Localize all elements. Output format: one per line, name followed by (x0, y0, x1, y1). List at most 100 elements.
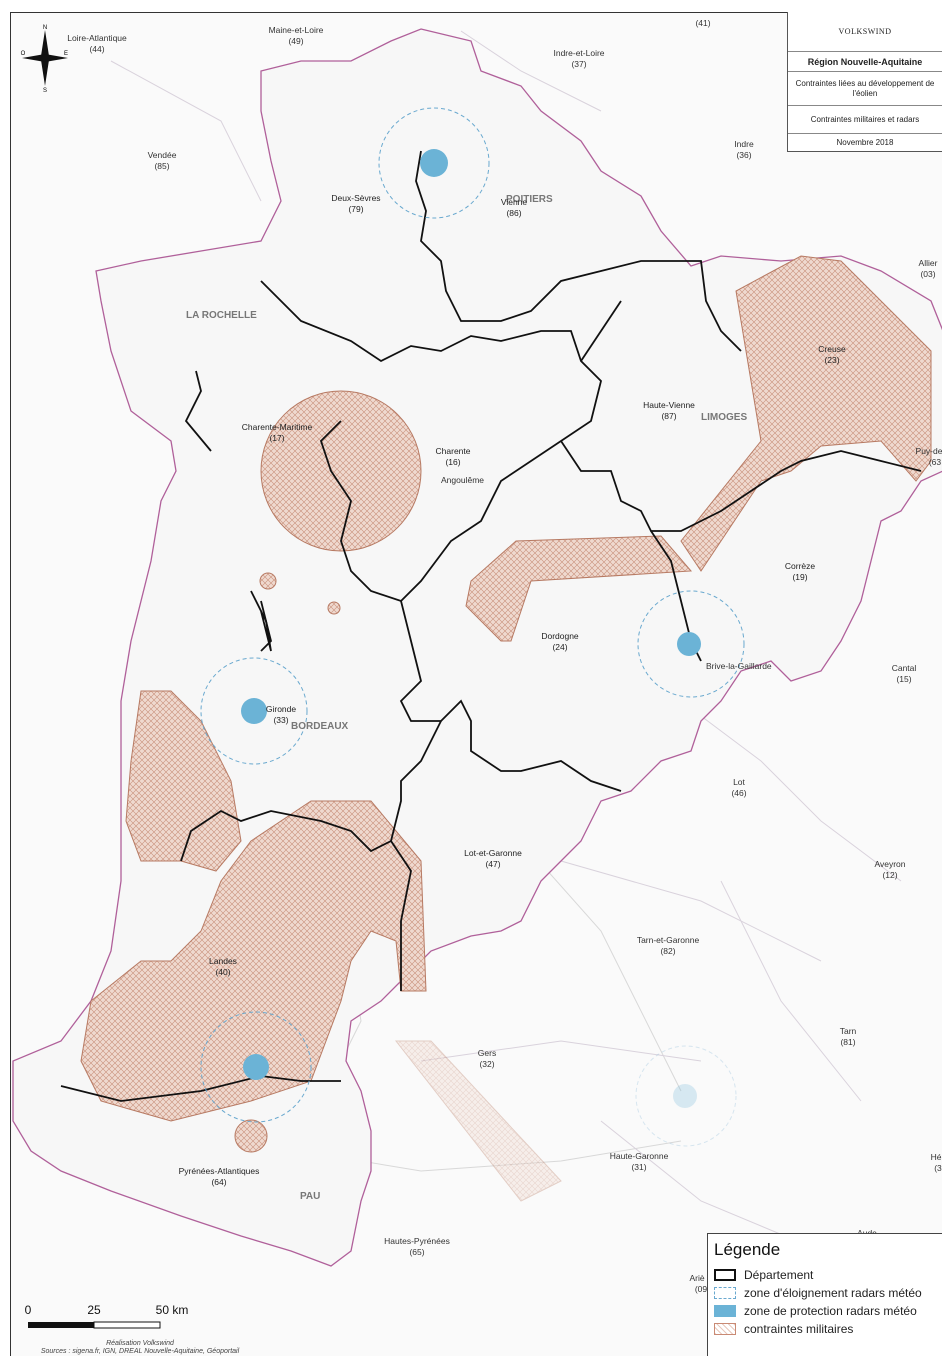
dept-label-name: Aveyron (874, 859, 905, 869)
hatch-swatch-icon (714, 1323, 736, 1335)
department-swatch-icon (714, 1269, 736, 1281)
map-credits: Réalisation Volkswind Sources : sigena.f… (10, 1340, 270, 1356)
radar-buffer-zones (200, 107, 745, 1147)
legend-item-label: zone de protection radars météo (744, 1304, 917, 1318)
department-borders (60, 150, 922, 1102)
dept-label-name: Indre (734, 139, 754, 149)
dept-label-code: (31) (631, 1162, 646, 1172)
radar-protection-landes (243, 1054, 269, 1080)
dept-label-name: Landes (209, 956, 237, 966)
dept-label-name: Charente (436, 446, 471, 456)
radar-protection-zones (241, 149, 701, 1108)
legend-item-radar-protection: zone de protection radars météo (714, 1302, 942, 1320)
scale-tick-label: 50 km (156, 1303, 189, 1317)
credit-author: Réalisation Volkswind (106, 1340, 174, 1347)
dept-label-name: Cantal (892, 663, 917, 673)
dept-label-name: Haute-Garonne (610, 1151, 669, 1161)
dept-label-code: (82) (660, 946, 675, 956)
dept-label-code: (44) (89, 44, 104, 54)
dept-label-code: (19) (792, 572, 807, 582)
radar-protection-vienne (420, 149, 448, 177)
region-title: Région Nouvelle-Aquitaine (788, 52, 942, 72)
brand-logo: VOLKSWIND (788, 12, 942, 52)
dept-label-code: (3 (934, 1163, 942, 1173)
radar-buffer-gironde (200, 657, 308, 765)
dept-label-code: (32) (479, 1059, 494, 1069)
military-zone-gironde-coast (125, 690, 242, 872)
dept-label-code: (49) (288, 36, 303, 46)
military-zone-pau (234, 1119, 268, 1153)
dept-label-code: (16) (445, 457, 460, 467)
dept-label-code: (24) (552, 642, 567, 652)
dept-label-code: (23) (824, 355, 839, 365)
map-date: Novembre 2018 (836, 138, 894, 147)
dept-label-code: (46) (731, 788, 746, 798)
dept-label-name: Corrèze (785, 561, 816, 571)
map-canvas[interactable]: POITIERS LA ROCHELLE LIMOGES BORDEAUX PA… (11, 13, 942, 1356)
dept-label-name: Charente-Maritime (242, 422, 313, 432)
scale-bar: 0 25 50 km (20, 1300, 250, 1356)
city-label: BORDEAUX (291, 721, 349, 732)
constraint-type: Contraintes militaires et radars (788, 106, 942, 134)
dept-label-code: (85) (154, 161, 169, 171)
military-zone-charente-maritime (260, 390, 422, 552)
city-label: Angoulême (441, 475, 484, 485)
legend-item-label: zone d'éloignement radars météo (744, 1286, 922, 1300)
dept-label-code: (36) (736, 150, 751, 160)
scale-bar-graphic: 0 25 50 km (25, 1303, 189, 1329)
dept-label-name: Ariè (689, 1273, 704, 1283)
legend-item-label: contraintes militaires (744, 1322, 854, 1336)
military-zone-limousin-band (680, 255, 932, 572)
dept-label-code: (86) (506, 208, 521, 218)
dept-label-name: Indre-et-Loire (553, 48, 604, 58)
dept-label-code: (64) (211, 1177, 226, 1187)
basemap-dept-outlines (110, 30, 902, 1252)
legend-item-department: Département (714, 1266, 942, 1284)
department-labels: Deux-Sèvres (79) Vienne (86) Charente-Ma… (179, 193, 846, 1187)
dept-label-name: Puy-de (916, 446, 942, 456)
dept-label-code: (79) (348, 204, 363, 214)
dept-label-name: Gers (478, 1048, 496, 1058)
dept-label-code: (81) (840, 1037, 855, 1047)
dept-label-name: Haute-Vienne (643, 400, 695, 410)
legend: Légende Département zone d'éloignement r… (707, 1233, 942, 1356)
dept-label-code: (63 (929, 457, 942, 467)
legend-item-label: Département (744, 1268, 814, 1282)
dept-label-code: (03) (920, 269, 935, 279)
dept-label-name: Tarn-et-Garonne (637, 935, 700, 945)
city-labels: POITIERS LA ROCHELLE LIMOGES BORDEAUX PA… (186, 194, 772, 1202)
military-zone-gers-faint (394, 1040, 562, 1202)
dept-label-name: Gironde (266, 704, 297, 714)
military-zones (80, 255, 932, 1202)
compass-s: S (43, 88, 47, 92)
radar-buffer-correze (637, 590, 745, 698)
legend-title: Légende (714, 1240, 781, 1259)
blue-fill-swatch-icon (714, 1305, 736, 1317)
dept-label-name: Vendée (148, 150, 177, 160)
compass-n: N (43, 25, 47, 31)
dept-label-code: (17) (269, 433, 284, 443)
dept-label-name: Hé (931, 1152, 942, 1162)
dept-label-code: (47) (485, 859, 500, 869)
north-arrow: N S E O (20, 22, 70, 92)
map-frame[interactable]: POITIERS LA ROCHELLE LIMOGES BORDEAUX PA… (10, 12, 942, 1356)
city-label: LA ROCHELLE (186, 310, 257, 321)
dept-label-code: (09 (695, 1284, 708, 1294)
compass-o: O (21, 51, 26, 57)
radar-protection-toulouse (673, 1084, 697, 1108)
dept-label-code: (33) (273, 715, 288, 725)
dept-label-code: (37) (571, 59, 586, 69)
dept-label-name: Hautes-Pyrénées (384, 1236, 450, 1246)
radar-buffer-toulouse (635, 1045, 737, 1147)
scale-tick-label: 25 (87, 1303, 101, 1317)
dept-label-name: Allier (919, 258, 938, 268)
title-block: VOLKSWIND Région Nouvelle-Aquitaine Cont… (787, 12, 942, 152)
dept-label-code: (40) (215, 967, 230, 977)
map-subject: Contraintes liées au développement de l'… (788, 72, 942, 106)
military-zone-landes (80, 800, 427, 1122)
dashed-circle-swatch-icon (714, 1287, 736, 1299)
radar-buffer-landes (200, 1011, 312, 1123)
legend-item-radar-buffer: zone d'éloignement radars météo (714, 1284, 942, 1302)
dept-label-name: Dordogne (541, 631, 579, 641)
dept-label-code: (87) (661, 411, 676, 421)
